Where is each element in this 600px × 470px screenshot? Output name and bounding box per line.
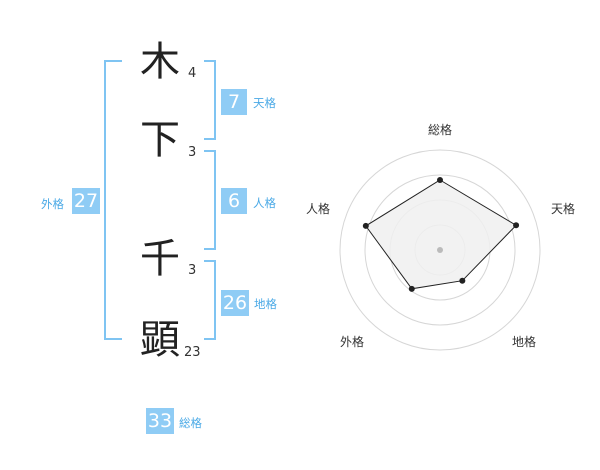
stroke-count-3: 3 <box>188 263 197 278</box>
jinkaku-value: 6 <box>221 188 247 214</box>
gaikaku-value: 27 <box>72 188 100 214</box>
tenkaku-bracket-vertical <box>214 60 216 140</box>
soukaku-value: 33 <box>146 408 174 434</box>
gaikaku-bracket-vertical <box>104 60 106 340</box>
chikaku-bracket-bottom <box>204 338 216 340</box>
tenkaku-bracket-bottom <box>204 138 216 140</box>
chikaku-bracket-vertical <box>214 260 216 340</box>
name-char-3: 千 <box>140 236 180 282</box>
tenkaku-label: 天格 <box>253 96 276 110</box>
radar-axis-label-gaikaku: 外格 <box>340 334 364 349</box>
gaikaku-bracket-top <box>104 60 122 62</box>
radar-axis-label-chikaku: 地格 <box>512 334 536 349</box>
radar-axis-label-jinkaku: 人格 <box>306 201 330 216</box>
name-char-4: 顕 <box>140 317 180 363</box>
jinkaku-bracket-vertical <box>214 150 216 250</box>
chikaku-value: 26 <box>221 290 249 316</box>
radar-point-5 <box>362 222 369 229</box>
tenkaku-bracket-top <box>204 60 216 62</box>
soukaku-label: 総格 <box>179 416 202 430</box>
radar-axis-label-soukaku: 総格 <box>428 122 452 137</box>
gaikaku-bracket-bottom <box>104 338 122 340</box>
radar-center-dot <box>437 247 443 253</box>
radar-point-1 <box>437 177 443 183</box>
jinkaku-label: 人格 <box>253 196 276 210</box>
name-char-2: 下 <box>140 117 180 163</box>
radar-point-2 <box>513 222 520 229</box>
radar-axis-label-tenkaku: 天格 <box>551 201 575 216</box>
radar-point-4 <box>408 285 415 292</box>
gaikaku-label: 外格 <box>41 197 64 211</box>
chikaku-bracket-top <box>204 260 216 262</box>
stroke-count-1: 4 <box>188 66 197 81</box>
radar-ring <box>364 174 516 326</box>
radar-value-polygon <box>365 179 517 290</box>
radar-ring <box>339 149 541 351</box>
stroke-count-4: 23 <box>184 345 201 360</box>
jinkaku-bracket-top <box>204 150 216 152</box>
radar-points <box>362 177 520 292</box>
radar-point-3 <box>459 277 466 284</box>
chikaku-label: 地格 <box>254 297 277 311</box>
tenkaku-value: 7 <box>221 89 247 115</box>
jinkaku-bracket-bottom <box>204 248 216 250</box>
stroke-count-2: 3 <box>188 145 197 160</box>
name-char-1: 木 <box>140 39 180 85</box>
